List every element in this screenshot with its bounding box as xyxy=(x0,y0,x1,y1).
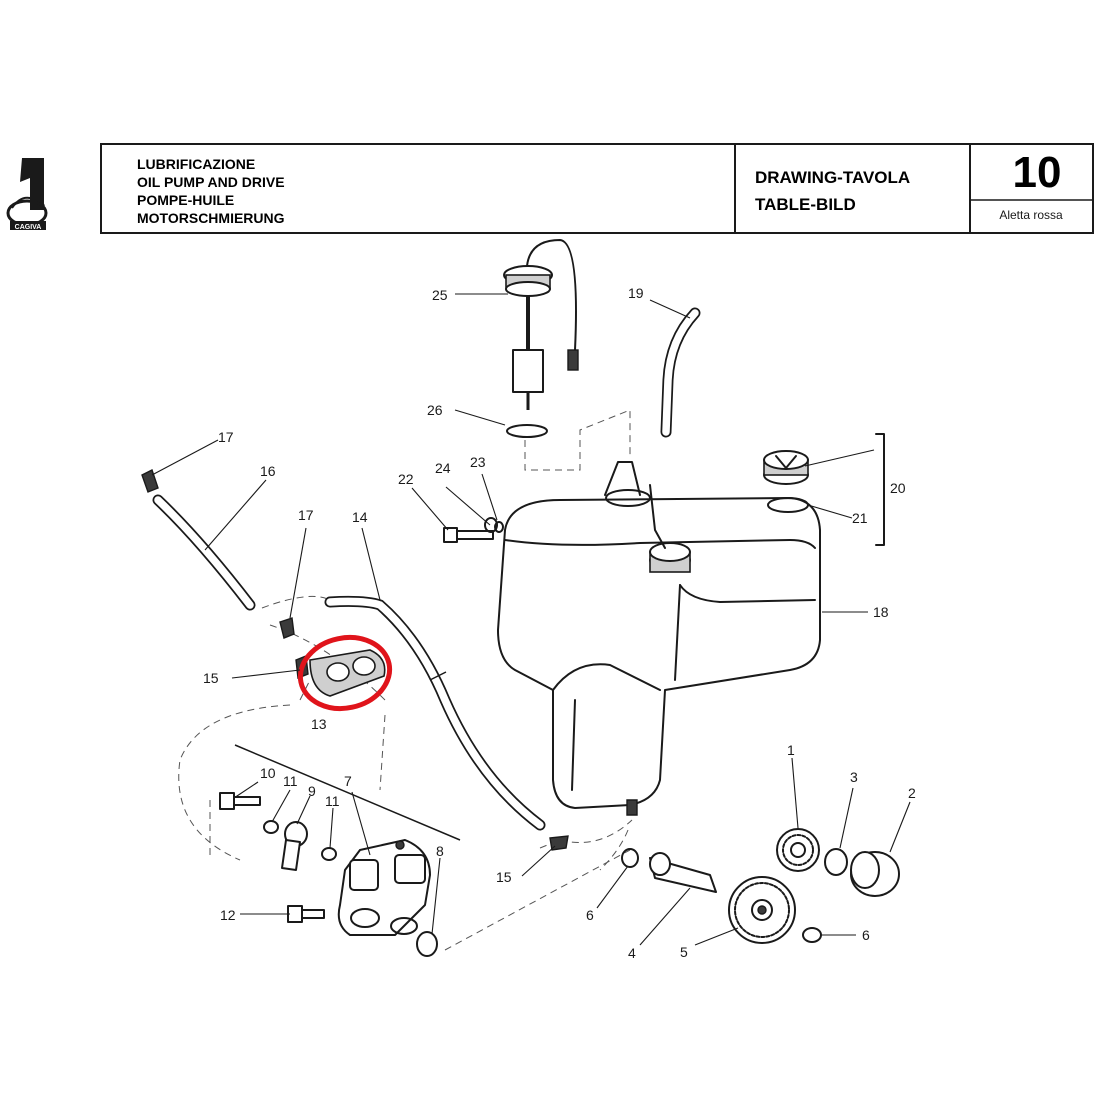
callout-7: 7 xyxy=(344,773,352,789)
drawing-label-2: TABLE-BILD xyxy=(755,195,856,214)
title-block-frame xyxy=(100,143,1094,234)
callout-5: 5 xyxy=(680,944,688,960)
callout-12: 12 xyxy=(220,907,236,923)
title-line-2: OIL PUMP AND DRIVE xyxy=(137,174,285,190)
highlight-ring xyxy=(297,635,393,711)
tab-note: Aletta rossa xyxy=(999,208,1063,222)
callout-4: 4 xyxy=(628,945,636,961)
callout-24: 24 xyxy=(435,460,451,476)
logo-text: CAGIVA xyxy=(15,224,42,231)
gear-train xyxy=(621,828,900,944)
grommet-13 xyxy=(295,649,386,697)
callout-17-top: 17 xyxy=(218,429,234,445)
table-number: 10 xyxy=(1013,148,1062,197)
mounting-bolt xyxy=(443,517,504,543)
callout-26: 26 xyxy=(427,402,443,418)
callout-15-left: 15 xyxy=(203,670,219,686)
callout-1: 1 xyxy=(787,742,795,758)
callout-21: 21 xyxy=(852,510,868,526)
callout-6-right: 6 xyxy=(862,927,870,943)
title-line-1: LUBRIFICAZIONE xyxy=(137,156,255,172)
callout-3: 3 xyxy=(850,769,858,785)
oil-pump xyxy=(219,792,569,957)
title-line-4: MOTORSCHMIERUNG xyxy=(137,210,285,226)
title-line-3: POMPE-HUILE xyxy=(137,192,234,208)
filler-cap xyxy=(763,433,885,546)
level-sensor xyxy=(503,239,579,438)
callout-17-mid: 17 xyxy=(298,507,314,523)
callout-10: 10 xyxy=(260,765,276,781)
callout-8: 8 xyxy=(436,843,444,859)
breather-hose xyxy=(660,307,701,438)
cagiva-logo: CAGIVA xyxy=(6,158,48,231)
callout-11-left: 11 xyxy=(283,773,298,789)
drawing-label-1: DRAWING-TAVOLA xyxy=(755,168,910,187)
callout-22: 22 xyxy=(398,471,414,487)
callout-23: 23 xyxy=(470,454,486,470)
callout-11-right: 11 xyxy=(325,793,340,809)
callout-18: 18 xyxy=(873,604,889,620)
callout-6-left: 6 xyxy=(586,907,594,923)
leader-lines xyxy=(151,293,911,946)
oil-hoses xyxy=(141,469,546,831)
callout-16: 16 xyxy=(260,463,276,479)
callout-9: 9 xyxy=(308,783,316,799)
callout-13: 13 xyxy=(311,716,327,732)
callout-20: 20 xyxy=(890,480,906,496)
callout-2: 2 xyxy=(908,785,916,801)
callout-15-lower: 15 xyxy=(496,869,512,885)
callout-19: 19 xyxy=(628,285,644,301)
callout-14: 14 xyxy=(352,509,368,525)
callout-labels: 25 26 19 20 21 18 22 24 23 17 16 17 14 1… xyxy=(203,285,916,961)
oil-tank xyxy=(497,461,821,816)
callout-25: 25 xyxy=(432,287,448,303)
header: CAGIVA LUBRIFICAZIONE OIL PUMP AND DRIVE… xyxy=(6,143,1094,234)
